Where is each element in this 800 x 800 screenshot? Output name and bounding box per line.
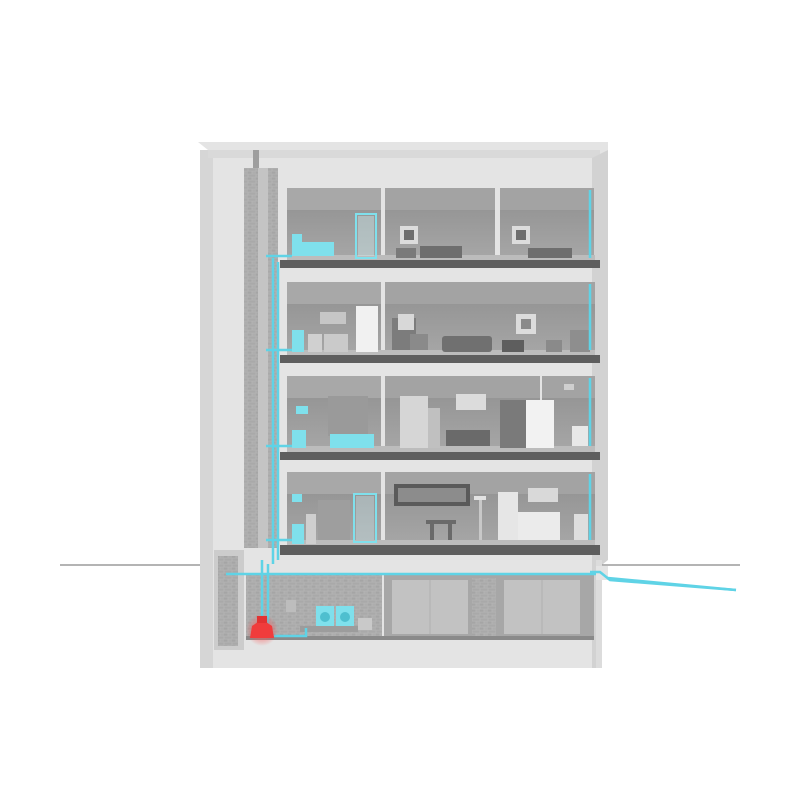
outlet-pipe [590, 570, 737, 592]
bathtub-icon [330, 434, 374, 448]
toilet-icon [292, 330, 304, 352]
fridge-icon [526, 400, 554, 448]
floor-1-bathroom [292, 493, 377, 544]
floor-2-kitchen [400, 384, 588, 448]
bathtub-icon [292, 242, 334, 256]
sofa-icon [442, 336, 492, 352]
floor-4-bathroom [292, 213, 377, 259]
bed-icon [420, 246, 462, 258]
floor-4-bedroom-1 [396, 226, 462, 258]
bed-icon [528, 248, 572, 258]
shower-cabin-icon [355, 213, 377, 259]
sink-icon [292, 234, 302, 242]
fridge-icon [356, 306, 378, 352]
shower-cabin-icon [353, 493, 377, 543]
floor-1-living-kitchen [394, 484, 588, 540]
floor-2-bathroom [292, 396, 374, 448]
floor-4-bedroom-2 [512, 226, 572, 258]
toilet-icon [292, 524, 304, 544]
sink-icon [292, 494, 302, 502]
toilet-icon [292, 430, 306, 448]
floor-3-living-room [392, 314, 590, 352]
sink-icon [296, 406, 308, 414]
washing-machine-icon [308, 334, 322, 352]
sewage-pump [246, 614, 278, 646]
sewage-pump-icon [250, 622, 274, 638]
floor-3-bathroom [292, 306, 378, 352]
